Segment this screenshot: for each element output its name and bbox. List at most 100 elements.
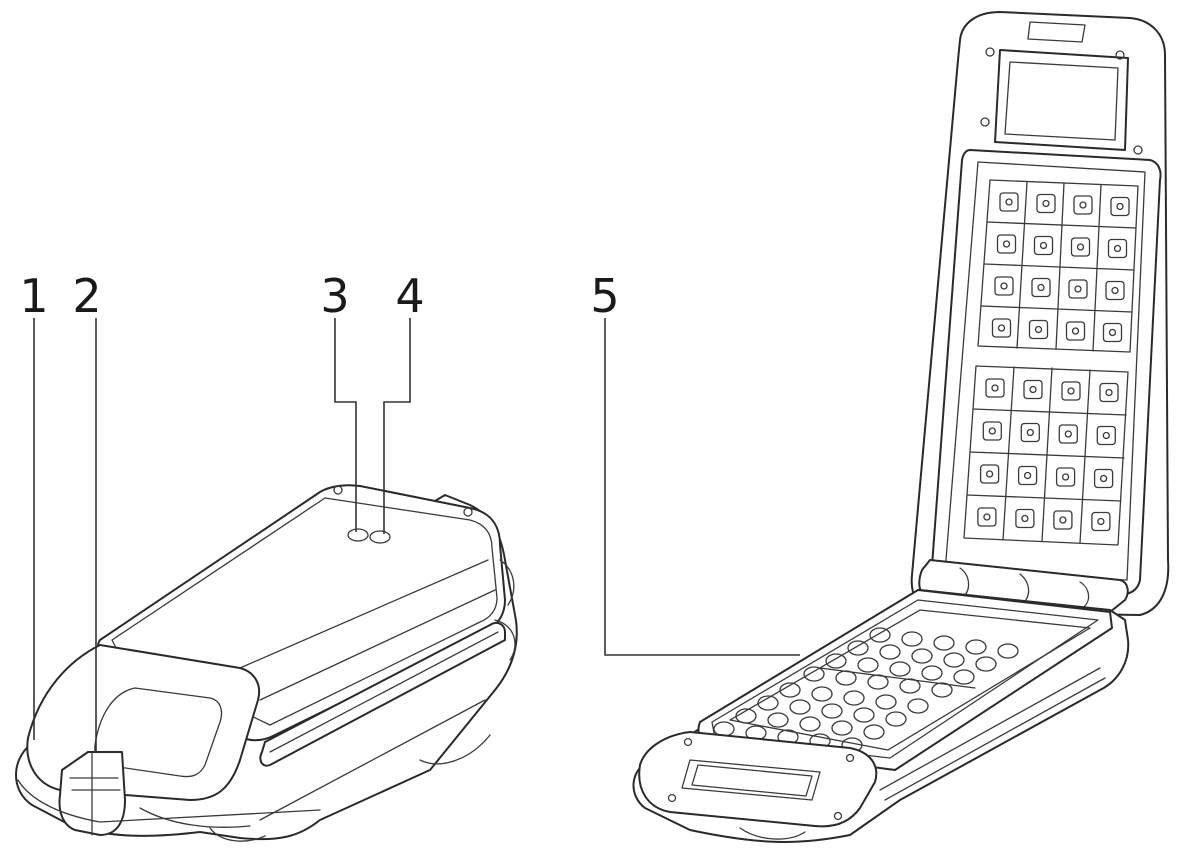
waffle-bump <box>869 627 891 643</box>
waffle-bump <box>757 695 779 711</box>
waffle-cell-dot <box>1021 514 1029 523</box>
waffle-cell-dot <box>1113 244 1122 253</box>
waffle-bump <box>799 716 821 732</box>
lid-waffle-grid-bottom <box>963 365 1129 546</box>
waffle-bump <box>767 712 789 728</box>
callout-1: 1 <box>19 269 48 323</box>
waffle-bump <box>953 669 975 685</box>
waffle-cell <box>1023 379 1043 400</box>
waffle-cell-dot <box>1029 385 1037 394</box>
waffle-cell-dot <box>985 470 994 478</box>
waffle-cell <box>1110 196 1130 217</box>
waffle-cell-dot <box>1042 199 1050 208</box>
waffle-cell-dot <box>1059 516 1067 524</box>
waffle-bump <box>921 665 943 681</box>
waffle-cell <box>1107 238 1128 259</box>
waffle-cell <box>1031 277 1051 298</box>
waffle-bump <box>735 708 757 724</box>
waffle-bump <box>911 648 933 664</box>
waffle-cell <box>1091 511 1111 532</box>
waffle-cell <box>1015 508 1035 529</box>
waffle-cell-dot <box>1002 240 1011 248</box>
waffle-cell <box>1028 319 1049 340</box>
waffle-cell <box>1105 280 1125 301</box>
callout-5: 5 <box>590 269 619 323</box>
waffle-cell <box>982 421 1002 441</box>
waffle-cell <box>1020 422 1040 443</box>
waffle-cell-dot <box>997 324 1006 332</box>
waffle-cell <box>977 507 997 527</box>
waffle-bump <box>933 635 955 651</box>
waffle-bump <box>853 707 875 723</box>
waffle-cell-dot <box>1064 430 1072 438</box>
waffle-cell <box>985 378 1005 398</box>
waffle-bump <box>965 639 987 655</box>
leader-3 <box>334 318 357 532</box>
waffle-cell <box>1055 467 1076 487</box>
callout-2: 2 <box>72 269 101 323</box>
waffle-cell-dot <box>1039 241 1048 250</box>
waffle-cell <box>1065 321 1086 341</box>
lid-waffle-cells <box>977 192 1130 532</box>
waffle-bump <box>997 643 1019 659</box>
waffle-cell-dot <box>1005 198 1013 206</box>
waffle-cell-dot <box>1097 517 1105 526</box>
closed-appliance <box>15 484 518 842</box>
waffle-bump <box>879 644 901 660</box>
waffle-bump <box>847 640 869 656</box>
leader-5 <box>604 318 800 656</box>
waffle-bump <box>803 666 825 682</box>
waffle-cell-dot <box>1071 327 1080 335</box>
waffle-bump <box>843 690 865 706</box>
waffle-bump <box>857 657 879 673</box>
waffle-cell <box>1068 279 1088 299</box>
waffle-bump <box>831 720 853 736</box>
lid-waffle-grid-top <box>977 179 1139 353</box>
leader-4 <box>383 318 411 534</box>
waffle-cell <box>979 464 1000 484</box>
waffle-bump <box>907 698 929 714</box>
waffle-cell-dot <box>991 384 999 392</box>
waffle-cell <box>1093 468 1114 489</box>
waffle-cell <box>1033 235 1054 256</box>
waffle-cell-dot <box>1116 202 1124 211</box>
waffle-cell-dot <box>1076 243 1085 251</box>
waffle-bump <box>779 682 801 698</box>
waffle-bump <box>835 670 857 686</box>
waffle-bump <box>825 653 847 669</box>
waffle-cell-dot <box>1000 282 1008 290</box>
waffle-cell-dot <box>1061 473 1070 481</box>
waffle-bump <box>931 682 953 698</box>
waffle-cell-dot <box>1067 387 1075 395</box>
waffle-cell-dot <box>1079 201 1087 209</box>
waffle-cell <box>1073 195 1093 215</box>
waffle-cell <box>1099 382 1119 403</box>
base-waffle-cells <box>713 627 1019 753</box>
waffle-cell <box>991 318 1012 338</box>
waffle-bump <box>811 686 833 702</box>
waffle-cell-dot <box>1074 285 1082 293</box>
callout-leaders <box>33 318 800 752</box>
waffle-bump <box>821 703 843 719</box>
waffle-cell-dot <box>1105 388 1113 397</box>
waffle-cell-dot <box>1108 328 1117 337</box>
waffle-cell-dot <box>988 427 996 435</box>
waffle-cell <box>1070 237 1091 257</box>
waffle-cell-dot <box>1102 431 1110 440</box>
waffle-cell <box>1058 424 1078 444</box>
waffle-bump <box>885 711 907 727</box>
callout-4: 4 <box>395 269 424 323</box>
waffle-cell-dot <box>983 513 991 521</box>
waffle-cell <box>1061 381 1081 401</box>
waffle-bump <box>889 661 911 677</box>
waffle-bump <box>875 694 897 710</box>
waffle-cell <box>1053 510 1073 530</box>
waffle-cell <box>1102 322 1123 343</box>
waffle-cell-dot <box>1037 283 1045 292</box>
callout-3: 3 <box>320 269 349 323</box>
callout-labels: 1 2 3 4 5 <box>19 269 619 323</box>
waffle-cell-dot <box>1111 286 1119 295</box>
open-appliance <box>632 11 1170 843</box>
waffle-cell <box>999 192 1019 212</box>
waffle-bump <box>901 631 923 647</box>
